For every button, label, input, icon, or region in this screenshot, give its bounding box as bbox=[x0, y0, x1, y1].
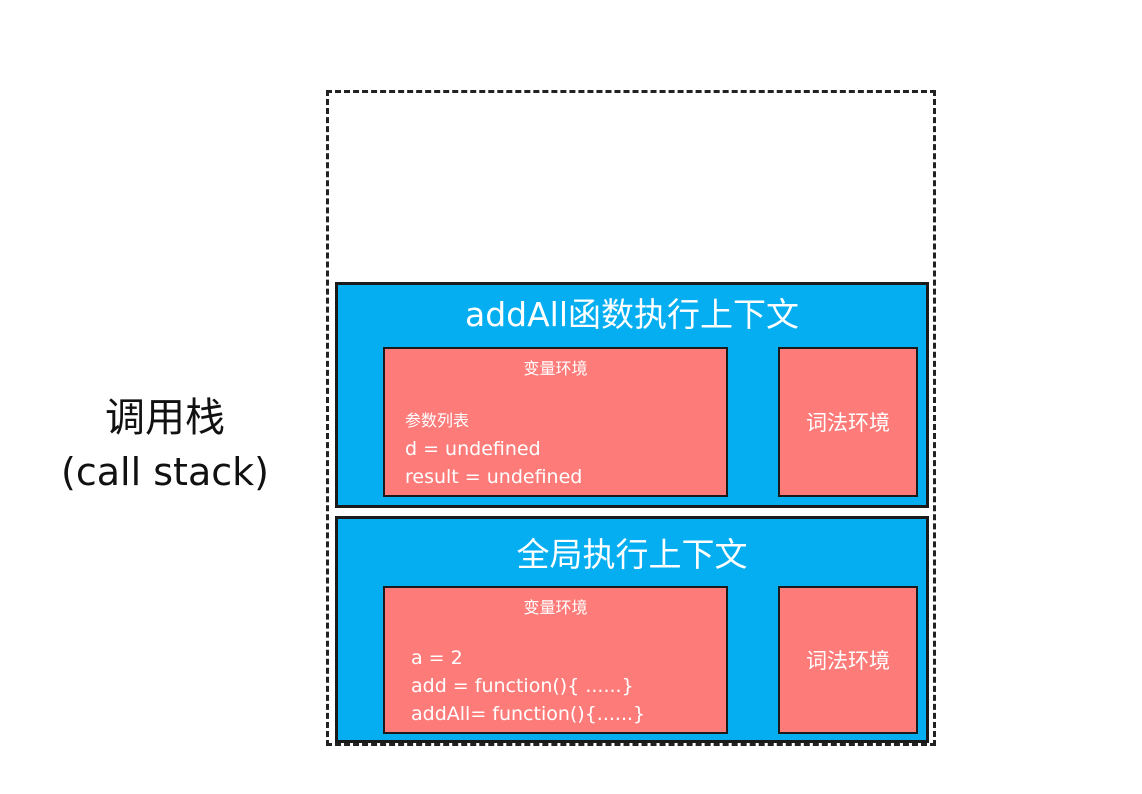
global-var-a: a = 2 bbox=[411, 647, 463, 669]
addall-var-d: d = undefined bbox=[405, 438, 541, 460]
addall-lexical-env-title: 词法环境 bbox=[806, 411, 890, 435]
addall-variable-env-title: 变量环境 bbox=[523, 359, 588, 378]
addall-lexical-environment: 词法环境 bbox=[778, 347, 918, 497]
global-variable-environment: 变量环境 a = 2 add = function(){ ......} add… bbox=[383, 586, 728, 734]
call-stack-label: 调用栈 (call stack) bbox=[40, 390, 290, 498]
call-stack-label-en: (call stack) bbox=[61, 450, 269, 494]
addall-var-result: result = undefined bbox=[405, 466, 583, 488]
global-lexical-env-title: 词法环境 bbox=[806, 649, 890, 673]
global-variable-env-title: 变量环境 bbox=[523, 598, 588, 617]
global-var-add: add = function(){ ......} bbox=[411, 675, 634, 697]
addall-param-list-label: 参数列表 bbox=[405, 411, 470, 430]
addall-variable-environment: 变量环境 参数列表 d = undefined result = undefin… bbox=[383, 347, 728, 497]
addall-context-title: addAll函数执行上下文 bbox=[464, 295, 800, 334]
global-var-addall: addAll= function(){......} bbox=[411, 703, 646, 725]
addall-variable-env-lines: 参数列表 d = undefined result = undefined bbox=[405, 407, 582, 491]
global-lexical-environment: 词法环境 bbox=[778, 586, 918, 734]
global-execution-context: 全局执行上下文 变量环境 a = 2 add = function(){ ...… bbox=[335, 516, 929, 743]
call-stack-label-zh: 调用栈 bbox=[105, 395, 225, 441]
addall-execution-context: addAll函数执行上下文 变量环境 参数列表 d = undefined re… bbox=[335, 282, 929, 508]
call-stack: addAll函数执行上下文 变量环境 参数列表 d = undefined re… bbox=[326, 90, 936, 746]
global-variable-env-lines: a = 2 add = function(){ ......} addAll= … bbox=[411, 644, 645, 728]
global-context-title: 全局执行上下文 bbox=[516, 535, 748, 574]
